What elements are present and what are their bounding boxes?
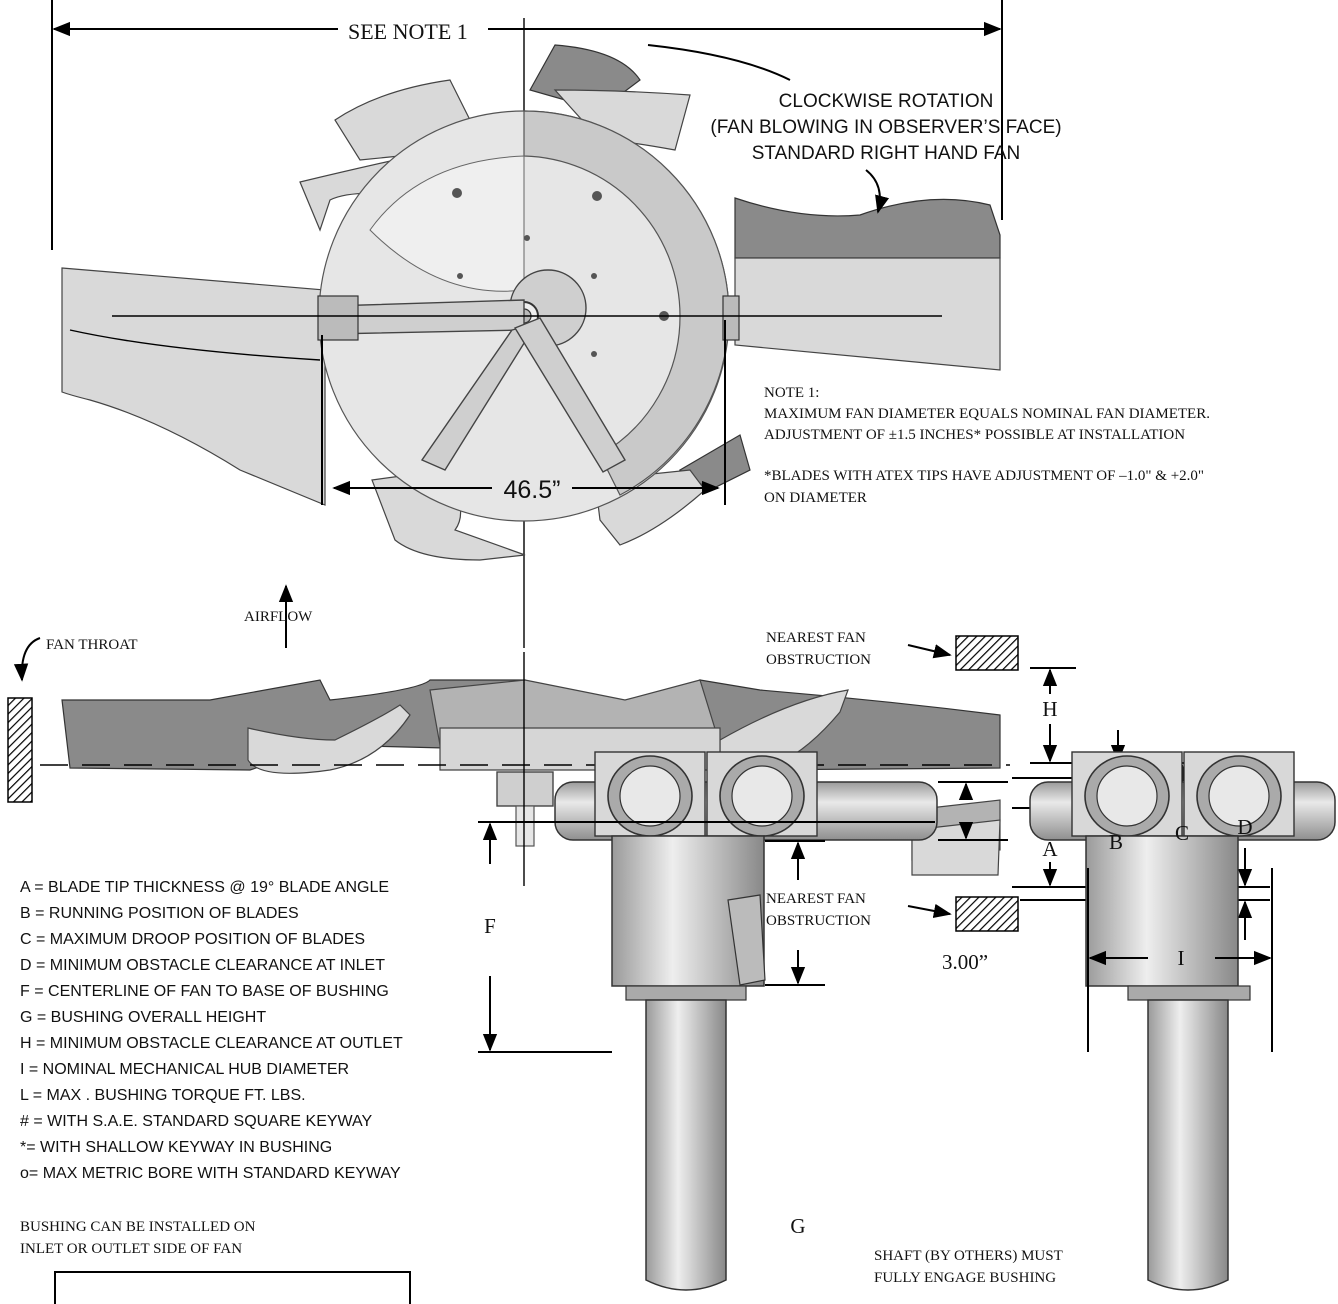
hub-boss-side: [496, 771, 554, 807]
bushing-flange-left: [625, 985, 747, 1001]
blade-clamp-left: [317, 295, 359, 341]
shaft-side: [515, 805, 535, 847]
legend-item: C = MAXIMUM DROOP POSITION OF BLADES: [20, 931, 365, 948]
dim-h-label: H: [1042, 697, 1057, 721]
dim-i-label: I: [1178, 946, 1185, 970]
legend-item: o= MAX METRIC BORE WITH STANDARD KEYWAY: [20, 1165, 401, 1182]
dim-b-label: B: [1109, 830, 1123, 854]
blade-right: [734, 257, 1001, 371]
bushing-body-right: [1085, 835, 1239, 987]
bushing-right-view: [938, 751, 1336, 1291]
top-view: [51, 0, 1003, 648]
dim-a-label: A: [1042, 837, 1058, 861]
note-title: NOTE 1:: [764, 385, 819, 401]
obstruction-bottom-label-2: OBSTRUCTION: [766, 913, 871, 929]
legend-item: H = MINIMUM OBSTACLE CLEARANCE AT OUTLET: [20, 1035, 403, 1052]
pipe-dimension-label: 3.00”: [942, 950, 988, 974]
blade-right-top: [734, 197, 1001, 259]
note-line-3: *BLADES WITH ATEX TIPS HAVE ADJUSTMENT O…: [764, 468, 1204, 484]
obstruction-bottom-label-1: NEAREST FAN: [766, 891, 866, 907]
shaft-right: [1147, 999, 1229, 1291]
hub-cutaway: [369, 155, 525, 292]
dim-c-label: C: [1175, 821, 1189, 845]
obstruction-bottom-arrow: [907, 903, 952, 919]
legend-item: # = WITH S.A.E. STANDARD SQUARE KEYWAY: [20, 1113, 373, 1130]
blade-left: [61, 267, 326, 506]
legend-item: I = NOMINAL MECHANICAL HUB DIAMETER: [20, 1061, 349, 1078]
blade-left-edge: [69, 329, 321, 361]
bushing-note-2: INLET OR OUTLET SIDE OF FAN: [20, 1241, 242, 1257]
note-line-1: MAXIMUM FAN DIAMETER EQUALS NOMINAL FAN …: [764, 406, 1210, 422]
fan-throat-wall: [7, 697, 33, 803]
hub-rim: [523, 110, 730, 496]
shaft-note-2: FULLY ENGAGE BUSHING: [874, 1270, 1056, 1286]
bushing-note-1: BUSHING CAN BE INSTALLED ON: [20, 1219, 256, 1235]
fan-throat-label: FAN THROAT: [46, 637, 138, 653]
spoke-lower-right: [513, 317, 626, 473]
dim-d-label: D: [1237, 815, 1252, 839]
fan-throat-arrow: [13, 637, 41, 682]
obstruction-top: [955, 635, 1019, 671]
spoke-left: [329, 299, 525, 335]
legend-item: G = BUSHING OVERALL HEIGHT: [20, 1009, 266, 1026]
bushing-flange-right: [1127, 985, 1251, 1001]
dim-f-label: F: [484, 914, 496, 938]
title-block-frame: [54, 1271, 411, 1304]
legend-item: D = MINIMUM OBSTACLE CLEARANCE AT INLET: [20, 957, 385, 974]
bushing-left-view: [478, 751, 938, 1291]
bushing-key-left: [727, 894, 766, 986]
shaft-note-1: SHAFT (BY OTHERS) MUST: [874, 1248, 1063, 1264]
obstruction-bottom: [955, 896, 1019, 932]
see-note-label: SEE NOTE 1: [348, 19, 468, 44]
hub-dimension-label: 46.5”: [504, 476, 561, 504]
rotation-curve: [647, 44, 791, 81]
legend-item: F = CENTERLINE OF FAN TO BASE OF BUSHING: [20, 983, 389, 1000]
rotation-pointer-arrow: [865, 169, 890, 214]
dim-g-label: G: [790, 1214, 805, 1238]
shaft-left: [645, 999, 727, 1291]
legend: A = BLADE TIP THICKNESS @ 19° BLADE ANGL…: [20, 879, 403, 1182]
blade-twist-left: [247, 704, 411, 774]
note-line-4: ON DIAMETER: [764, 490, 867, 506]
rotation-line-3: STANDARD RIGHT HAND FAN: [752, 143, 1021, 164]
obstruction-top-arrow: [907, 644, 952, 659]
rotation-line-2: (FAN BLOWING IN OBSERVER’S FACE): [710, 117, 1061, 138]
rotation-line-1: CLOCKWISE ROTATION: [779, 91, 994, 112]
airflow-label: AIRFLOW: [244, 609, 313, 625]
legend-item: *= WITH SHALLOW KEYWAY IN BUSHING: [20, 1139, 332, 1156]
note-line-2: ADJUSTMENT OF ±1.5 INCHES* POSSIBLE AT I…: [764, 427, 1185, 443]
legend-item: L = MAX . BUSHING TORQUE FT. LBS.: [20, 1087, 306, 1104]
legend-item: B = RUNNING POSITION OF BLADES: [20, 905, 299, 922]
legend-item: A = BLADE TIP THICKNESS @ 19° BLADE ANGL…: [20, 879, 389, 896]
obstruction-top-label-2: OBSTRUCTION: [766, 652, 871, 668]
obstruction-top-label-1: NEAREST FAN: [766, 630, 866, 646]
blade-clamp-right: [722, 295, 740, 341]
